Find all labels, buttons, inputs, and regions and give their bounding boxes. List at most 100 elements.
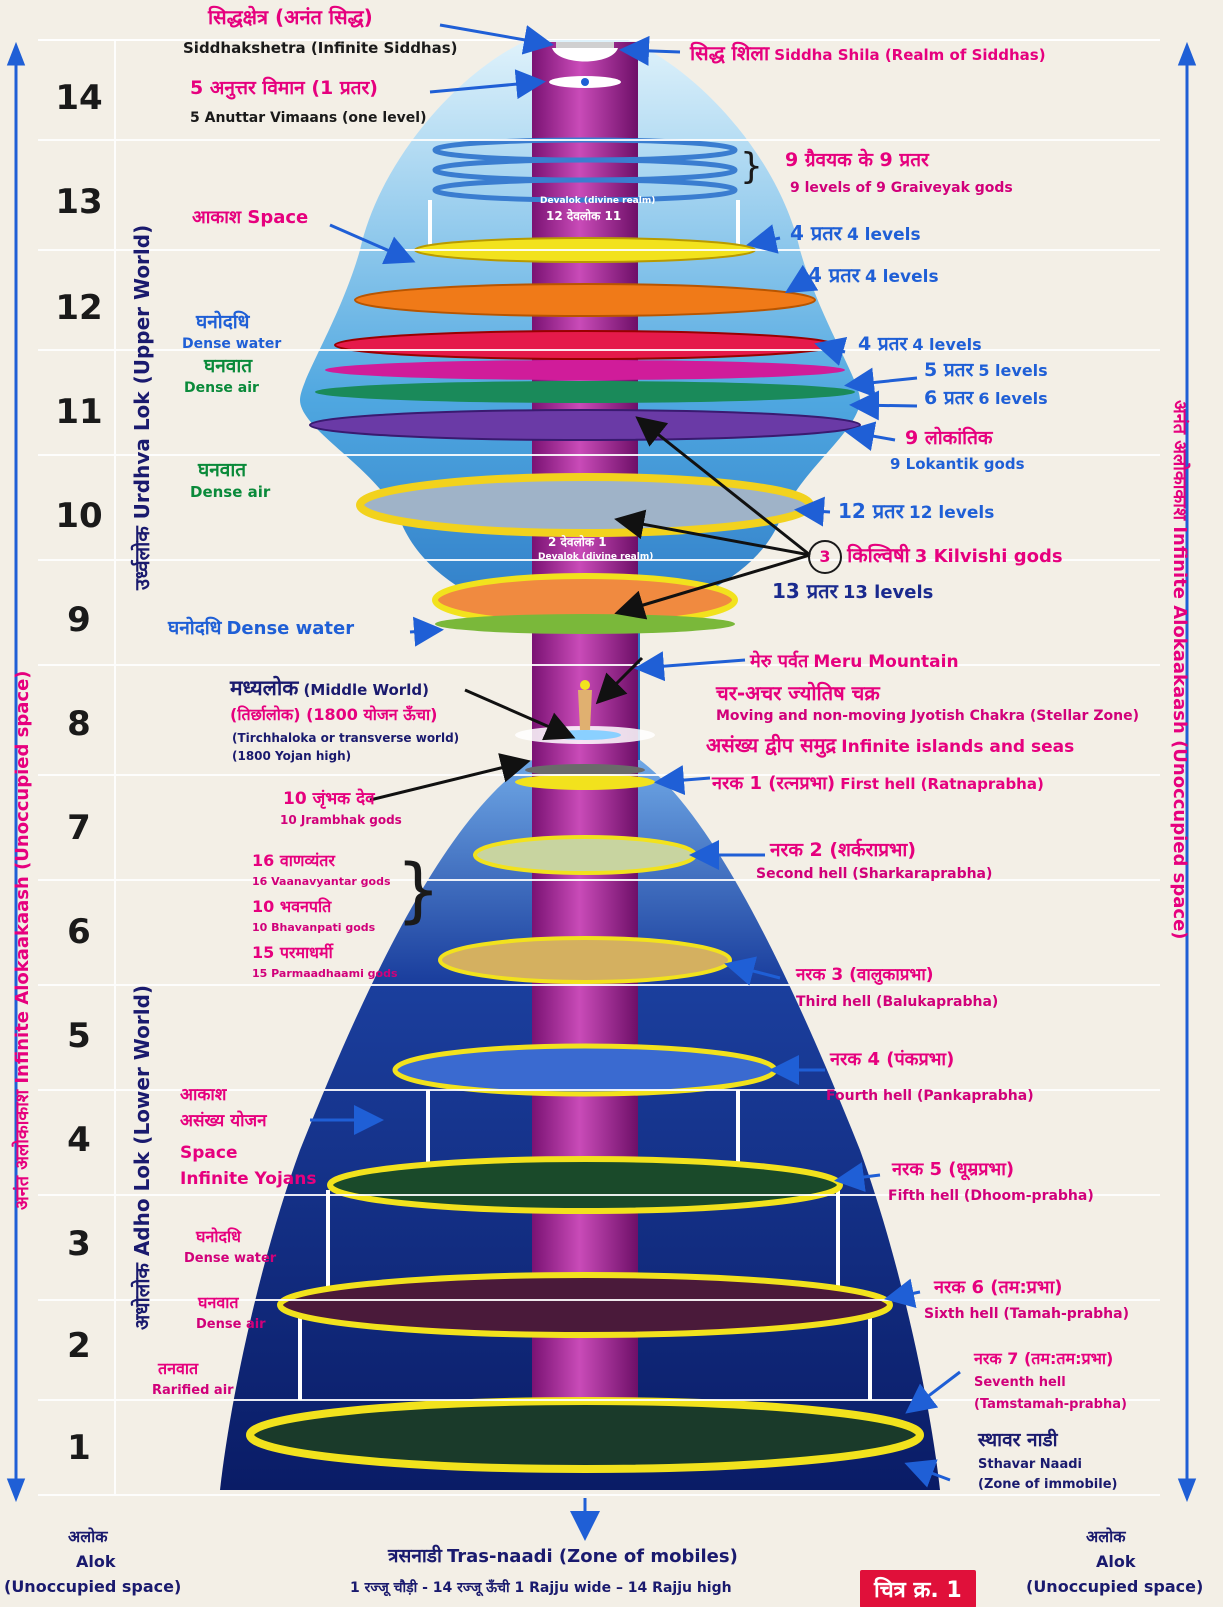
prattar-4b-english: 4 levels	[865, 267, 939, 287]
prattar-12: 12 प्रतर 12 levels	[838, 500, 994, 524]
alok-right-hindi: अलोक	[1086, 1528, 1126, 1546]
prattar-4b: 4 प्रतर 4 levels	[808, 264, 939, 288]
kilvishi-number: 3	[808, 540, 842, 574]
islands: असंख्य द्वीप समुद्र Infinite islands and…	[706, 734, 1074, 758]
lower-space-english: Space	[180, 1144, 238, 1164]
madhyalok: मध्यलोक (Middle World)	[230, 676, 429, 700]
hell-7-hindi: नरक 7 (तम:तम:प्रभा)	[974, 1350, 1113, 1368]
lower-tanvat-english: Rarified air	[152, 1384, 234, 1399]
lower-ghanvat-hindi: घनवात	[198, 1294, 239, 1312]
alok-right-english: Alok	[1096, 1553, 1136, 1571]
lower-ghanodadhi-english: Dense water	[184, 1252, 276, 1267]
devalok-top-hindi: 12 देवलोक 11	[546, 210, 621, 224]
hell-4-hindi: नरक 4 (पंकप्रभा)	[830, 1050, 954, 1071]
rajju-number: 8	[44, 704, 114, 744]
ghanodadhi-base-english: Dense water	[226, 618, 354, 639]
rajju-number: 1	[44, 1428, 114, 1468]
hell-1-hindi: नरक 1 (रत्नप्रभा)	[712, 773, 835, 794]
alok-right-sub: (Unoccupied space)	[1026, 1578, 1203, 1596]
devalok-top-english: Devalok (divine realm)	[540, 196, 655, 206]
meru-english: Meru Mountain	[813, 652, 958, 672]
ghanodadhi-base-hindi: घनोदधि	[168, 617, 221, 639]
jrambhak-english: 10 Jrambhak gods	[280, 814, 402, 828]
lokantik-english: 9 Lokantik gods	[890, 456, 1025, 473]
hell-7-english-1: Seventh hell	[974, 1376, 1066, 1391]
meru-hindi: मेरु पर्वत	[750, 651, 808, 672]
prattar-6-english: 6 levels	[978, 389, 1047, 408]
hell-6-english: Sixth hell (Tamah-prabha)	[924, 1306, 1129, 1322]
rajju-number: 5	[44, 1016, 114, 1056]
madhyalok-hindi: मध्यलोक	[230, 676, 298, 700]
right-alokaakaash-label: अनंत अलोकाकाश Infinite Alokaakaash (Unoc…	[1168, 400, 1192, 940]
ghanodadhi-upper-hindi: घनोदधि	[196, 312, 249, 334]
prattar-13-english: 13 levels	[843, 582, 934, 603]
lower-yojans-english: Infinite Yojans	[180, 1170, 316, 1190]
rajju-number: 4	[44, 1120, 114, 1160]
ghanodadhi-base: घनोदधि Dense water	[168, 618, 354, 640]
hell-3-hindi: नरक 3 (वालुकाप्रभा)	[796, 966, 934, 986]
rajju-number: 6	[44, 912, 114, 952]
hell-4-english: Fourth hell (Pankaprabha)	[826, 1088, 1034, 1104]
hell-5-hindi: नरक 5 (धूम्रप्रभा)	[892, 1160, 1014, 1181]
graiveyak-english: 9 levels of 9 Graiveyak gods	[790, 180, 1013, 196]
graiveyak-label: }	[740, 146, 763, 187]
prattar-5-hindi: 5 प्रतर	[924, 359, 973, 381]
jrambhak-hindi: 10 जृंभक देव	[283, 790, 375, 810]
hell-1-english: First hell (Ratnaprabha)	[840, 775, 1044, 793]
prattar-13: 13 प्रतर 13 levels	[772, 580, 933, 604]
rajju-number: 3	[44, 1224, 114, 1264]
rajju-number: 12	[44, 288, 114, 328]
anuttar-hindi: 5 अनुत्तर विमान (1 प्रतर)	[190, 78, 378, 100]
gods-bracket: }	[396, 850, 441, 931]
rajju-number: 10	[44, 496, 114, 536]
hell-7-english-2: (Tamstamah-prabha)	[974, 1398, 1127, 1413]
alok-left-sub: (Unoccupied space)	[4, 1578, 181, 1596]
prattar-5: 5 प्रतर 5 levels	[924, 360, 1048, 382]
hell-3-english: Third hell (Balukaprabha)	[796, 994, 998, 1010]
prattar-4c-english: 4 levels	[912, 335, 981, 354]
ghanvat2-english: Dense air	[190, 484, 270, 501]
prattar-4c-hindi: 4 प्रतर	[858, 333, 907, 355]
lower-ghanvat-english: Dense air	[196, 1318, 266, 1333]
hell-6-hindi: नरक 6 (तम:प्रभा)	[934, 1278, 1062, 1299]
ghanodadhi-upper-english: Dense water	[182, 336, 281, 352]
lokantik-hindi: 9 लोकांतिक	[905, 428, 993, 450]
alok-left-english: Alok	[76, 1553, 116, 1571]
tirchhalok-english-2: (1800 Yojan high)	[232, 750, 351, 764]
prattar-5-english: 5 levels	[978, 361, 1047, 380]
rajju-number: 7	[44, 808, 114, 848]
devalok-bottom-hindi: 2 देवलोक 1	[548, 536, 607, 550]
param-hindi: 15 परमाधर्मी	[252, 944, 333, 962]
rajju-dimension-line: 1 रज्जू चौड़ी - 14 रज्जू ऊँची 1 Rajju wi…	[350, 1580, 732, 1596]
rajju-number: 2	[44, 1326, 114, 1366]
jyotish-hindi: चर-अचर ज्योतिष चक्र	[716, 682, 880, 705]
tras-naadi-label: त्रसनाडी Tras-naadi (Zone of mobiles)	[388, 1546, 738, 1568]
siddha-shila-hindi: सिद्ध शिला	[690, 41, 769, 65]
left-alokaakaash-label: अनंत अलोकाकाश Infinite Alokaakaash (Unoc…	[10, 670, 34, 1210]
kilvishi-english: 3 Kilvishi gods	[915, 546, 1063, 567]
prattar-4c: 4 प्रतर 4 levels	[858, 334, 982, 356]
meru: मेरु पर्वत Meru Mountain	[750, 652, 959, 673]
jyotish-english: Moving and non-moving Jyotish Chakra (St…	[716, 708, 1139, 724]
prattar-12-english: 12 levels	[909, 503, 995, 523]
prattar-6: 6 प्रतर 6 levels	[924, 388, 1048, 410]
bhavan-hindi: 10 भवनपति	[252, 898, 331, 916]
prattar-4a-english: 4 levels	[847, 225, 921, 245]
adho-lok-label: अधोलोक Adho Lok (Lower World)	[128, 985, 155, 1330]
lower-akash-hindi: आकाश	[180, 1086, 226, 1106]
prattar-12-hindi: 12 प्रतर	[838, 499, 904, 523]
vaana-hindi: 16 वाणव्यंतर	[252, 852, 335, 870]
prattar-4b-hindi: 4 प्रतर	[808, 263, 860, 287]
islands-hindi: असंख्य द्वीप समुद्र	[706, 733, 836, 757]
lower-tanvat-hindi: तनवात	[158, 1360, 198, 1378]
tras-english: Tras-naadi (Zone of mobiles)	[447, 1546, 738, 1567]
sthavar-english-1: Sthavar Naadi	[978, 1458, 1082, 1473]
alok-left-hindi: अलोक	[68, 1528, 108, 1546]
hell-2-hindi: नरक 2 (शर्कराप्रभा)	[770, 840, 916, 862]
siddhakshetra-english: Siddhakshetra (Infinite Siddhas)	[183, 40, 458, 57]
devalok-bottom-english: Devalok (divine realm)	[538, 552, 653, 562]
bhavan-english: 10 Bhavanpati gods	[252, 922, 375, 935]
hell-2-english: Second hell (Sharkaraprabha)	[756, 866, 992, 882]
lower-ghanodadhi-hindi: घनोदधि	[196, 1228, 241, 1246]
